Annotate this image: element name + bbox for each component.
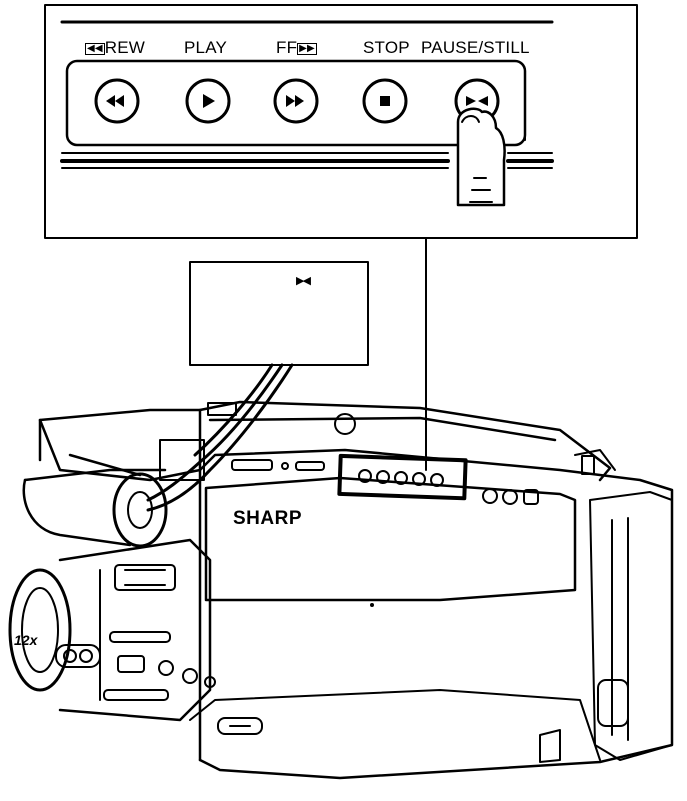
viewfinder-still-indicator: ▶◀ [296, 275, 311, 287]
rew-button[interactable] [94, 78, 140, 124]
ff-button[interactable] [273, 78, 319, 124]
fast-forward-label-icon: ▶▶ [297, 43, 317, 55]
rewind-label-icon: ◀◀ [85, 43, 105, 55]
play-button[interactable] [185, 78, 231, 124]
viewfinder-screen [189, 261, 369, 366]
finger-icon [456, 107, 506, 207]
rew-label-text: REW [104, 38, 146, 57]
camcorder [8, 400, 674, 780]
stop-icon [380, 96, 390, 106]
control-panel-inset [44, 4, 638, 239]
play-icon [203, 94, 215, 108]
viewfinder-pointer [146, 363, 294, 512]
brand-logo: SHARP [233, 508, 303, 529]
stop-label: STOP [363, 38, 410, 57]
pause-still-label: PAUSE/STILL [421, 38, 530, 57]
rewind-icon [106, 95, 124, 107]
ff-label-text: FF [276, 38, 298, 57]
play-label: PLAY [184, 38, 228, 57]
stop-button[interactable] [362, 78, 408, 124]
zoom-label: 12x [14, 632, 38, 648]
rew-label: ◀◀REW [85, 38, 145, 58]
fast-forward-icon [286, 95, 304, 107]
pause-still-icon [466, 96, 488, 106]
ff-label: FF▶▶ [276, 38, 317, 58]
